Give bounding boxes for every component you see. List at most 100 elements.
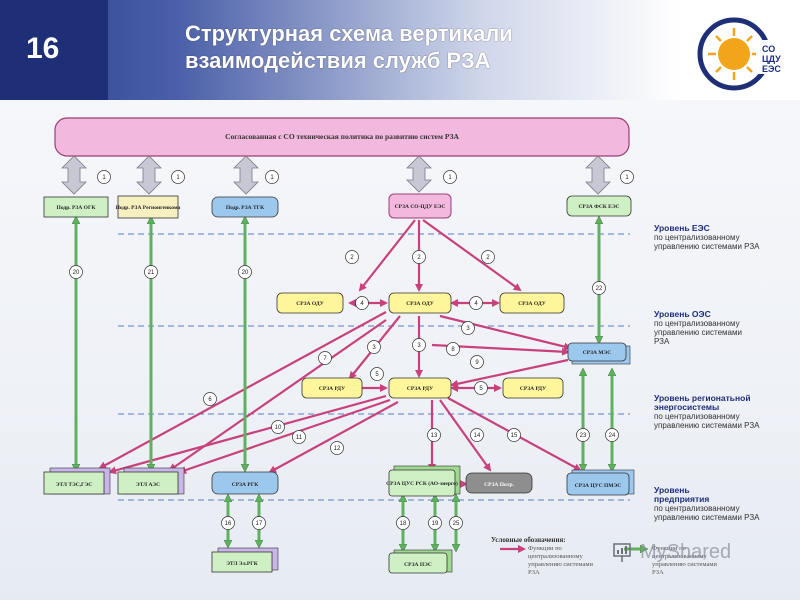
level-ees: Уровень ЕЭС по централизованному управле… — [654, 223, 760, 252]
header-banner: 16 Структурная схема вертикали взаимодей… — [0, 0, 800, 100]
logo-text: СО ЦДУ ЕЭС — [762, 44, 781, 74]
level-oes: Уровень ОЭС по централизованному управле… — [654, 310, 742, 347]
svg-text:9: 9 — [475, 360, 479, 366]
level-enterprise: Уровень предприятия по централизованному… — [654, 486, 759, 523]
legend-item-1-line3: управлению системами — [528, 561, 593, 568]
arrow-11 — [178, 398, 391, 474]
node-rdu-right — [502, 377, 564, 399]
legend-item-1: Функции по централизованному управлению … — [528, 545, 593, 577]
legend-item-2-line2: централизованному — [652, 553, 707, 560]
level-ees-title: Уровень ЕЭС — [654, 223, 710, 233]
node-odu-mid — [388, 292, 452, 314]
logo-text-line2: ЦДУ — [762, 54, 781, 64]
double-arrow-fsk — [585, 155, 611, 195]
badge: 2 — [481, 250, 495, 264]
svg-text:23: 23 — [580, 433, 587, 439]
badge: 12 — [330, 441, 344, 455]
badge: 20 — [238, 265, 252, 279]
svg-text:1: 1 — [176, 175, 180, 181]
svg-text:2: 2 — [417, 255, 421, 261]
node-socdu — [388, 193, 452, 219]
badge: 25 — [449, 516, 463, 530]
node-odu-right — [499, 292, 565, 314]
badge: 24 — [605, 428, 619, 442]
node-pmes — [566, 472, 630, 496]
badge: 19 — [428, 516, 442, 530]
level-enterprise-title2: предприятия — [654, 494, 710, 504]
node-rgk — [211, 471, 279, 495]
badge: 3 — [461, 321, 475, 335]
logo-text-line3: ЕЭС — [762, 64, 781, 74]
level-enterprise-text1: по централизованному — [654, 504, 740, 513]
policy-top-bar — [54, 117, 630, 157]
svg-text:15: 15 — [511, 433, 518, 439]
badge: 9 — [470, 355, 484, 369]
level-oes-text2: управлению системами — [654, 328, 742, 337]
logo-text-line1: СО — [762, 44, 776, 54]
badge: 1 — [443, 170, 457, 184]
level-oes-text3: РЗА — [654, 337, 670, 346]
svg-text:21: 21 — [148, 270, 155, 276]
badge: 21 — [144, 265, 158, 279]
node-reg-label: Подр. РЗА Регионгенкома — [116, 205, 181, 211]
svg-text:25: 25 — [453, 521, 460, 527]
arrow-socdu-odu-right — [422, 219, 522, 292]
level-regional-text1: по централизованному — [654, 412, 740, 421]
node-mes-label: СРЗА МЭС — [583, 350, 612, 356]
svg-text:6: 6 — [208, 397, 212, 403]
svg-text:7: 7 — [323, 356, 327, 362]
level-ees-text1: по централизованному — [654, 233, 740, 242]
badge: 23 — [576, 428, 590, 442]
legend-title: Условные обозначения: — [491, 536, 566, 544]
slide-number-box: 16 — [0, 0, 108, 100]
arrow-12 — [268, 401, 399, 473]
node-potr — [465, 472, 533, 494]
node-mes — [567, 342, 627, 362]
svg-text:1: 1 — [270, 175, 274, 181]
svg-text:8: 8 — [451, 347, 455, 353]
level-regional: Уровень регионатьной энергосистемы по це… — [654, 394, 759, 431]
node-rsk — [388, 469, 456, 497]
svg-text:20: 20 — [73, 270, 80, 276]
node-etl-aes-label: ЭТЛ АЭС — [136, 482, 160, 488]
svg-text:4: 4 — [474, 301, 478, 307]
legend-item-1-line1: Функции по — [528, 545, 562, 552]
svg-text:17: 17 — [256, 521, 263, 527]
svg-text:18: 18 — [400, 521, 407, 527]
svg-text:24: 24 — [609, 433, 616, 439]
badge: 7 — [318, 351, 332, 365]
badge: 3 — [412, 338, 426, 352]
node-fsk — [566, 195, 632, 217]
badge: 2 — [345, 250, 359, 264]
svg-text:4: 4 — [360, 301, 364, 307]
badge: 22 — [592, 281, 606, 295]
level-ees-text2: управлению системами РЗА — [654, 242, 760, 251]
node-odu-mid-label: СРЗА ОДУ — [406, 301, 434, 307]
double-arrow-reg — [136, 155, 162, 195]
badge: 14 — [470, 428, 484, 442]
badge: 11 — [292, 430, 306, 444]
svg-text:10: 10 — [275, 425, 282, 431]
svg-text:5: 5 — [479, 386, 483, 392]
svg-text:13: 13 — [431, 433, 438, 439]
svg-text:11: 11 — [296, 435, 303, 441]
node-fsk-label: СРЗА ФСК ЕЭС — [578, 204, 619, 210]
node-rsk-label: СРЗА ЦУС РСК (АО-энерго) — [386, 480, 458, 487]
node-etl-rgk-label: ЭТЛ Эл.РГК — [226, 561, 258, 567]
badge: 17 — [252, 516, 266, 530]
svg-text:19: 19 — [432, 521, 439, 527]
badge: 8 — [446, 342, 460, 356]
slide-title-line1: Структурная схема вертикали — [185, 21, 513, 46]
badge: 1 — [171, 170, 185, 184]
level-regional-title2: энергосистемы — [654, 402, 720, 412]
node-etl-tes — [43, 471, 105, 495]
slide-number: 16 — [26, 32, 60, 65]
badge: 4 — [355, 296, 369, 310]
badge: 10 — [271, 420, 285, 434]
slide-title-line2: взаимодействия служб РЗА — [185, 48, 491, 73]
svg-text:22: 22 — [596, 286, 603, 292]
so-ees-logo-icon — [697, 17, 794, 91]
arrow-9 — [450, 358, 569, 388]
node-etl-tes-label: ЭТЛ ТЭС,ГЭС — [56, 482, 93, 488]
